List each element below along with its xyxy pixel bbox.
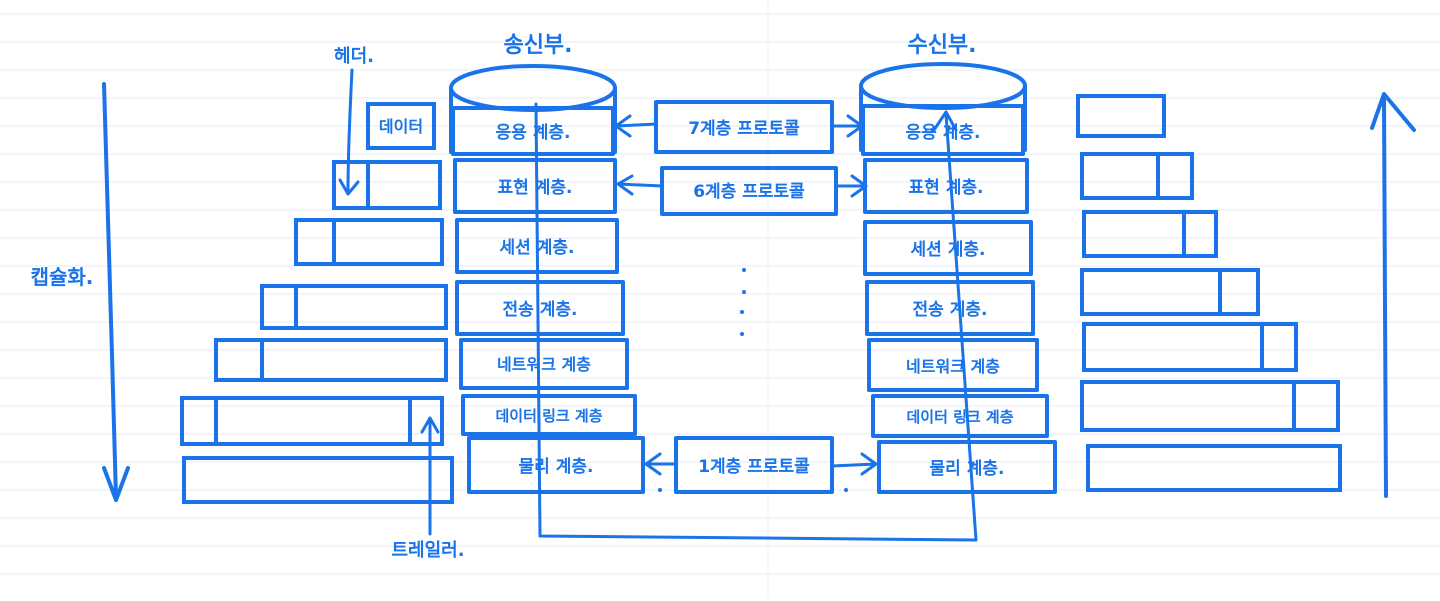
sender-pdu-bars [180,102,454,504]
receiver-pdu-2 [1080,380,1340,432]
peer-protocol-1-label: 1계층 프로토콜 [698,457,810,477]
sender-layer-2-box [461,394,637,436]
sender-layer-6-box [453,158,617,214]
header-arrow [338,68,360,196]
receiver-pdu-1 [1086,444,1342,492]
sender-layer-6: 표현 계층. [498,178,573,198]
receiver-layer-4-box [865,280,1035,336]
peer-protocol-7-label: 7계층 프로토콜 [688,119,800,139]
receiver-layer-6: 표현 계층. [909,178,984,198]
receiver-layer-4: 전송 계층. [913,300,988,320]
encapsulation-down-arrow [102,82,130,502]
sender-pdu-3 [214,338,448,382]
receiver-pdu-4 [1080,268,1260,316]
peer-protocol-7: 7계층 프로토콜 [614,100,864,154]
sender-layer-1: 물리 계층. [519,457,594,477]
receiver-layer-2: 데이터 링크 계층 [906,408,1013,426]
header-label: 헤더. [334,46,374,67]
sender-layer-7: 응용 계층. [496,123,571,143]
sender-layer-3: 네트워크 계층 [497,355,591,374]
sender-pdu-2 [180,396,444,446]
receiver-stack: 응용 계층. 표현 계층. 세션 계층. 전송 계층. 네트워크 계층 데이터 … [859,62,1057,494]
sender-layer-7-box [451,106,615,156]
sender-pdu-1 [182,456,454,504]
receiver-layer-2-box [871,394,1049,438]
receiver-layer-5: 세션 계층. [911,240,986,260]
peer-protocol-6-label: 6계층 프로토콜 [693,182,805,202]
receiver-layer-7: 응용 계층. [906,123,981,143]
sender-stack: 응용 계층. 표현 계층. 세션 계층. 전송 계층. 네트워크 계층 데이터 … [449,64,645,494]
receiver-layer-1-box [877,440,1057,494]
receiver-layer-7-box [861,104,1025,156]
receiver-pdu-7 [1076,94,1166,138]
peer-protocol-1: 1계층 프로토콜 [644,436,878,494]
sender-layer-4: 전송 계층. [503,300,578,320]
sender-pdu-5 [294,218,444,266]
sender-layer-4-box [455,280,625,336]
encapsulation-label: 캡슐화. [31,265,94,289]
receiver-pdu-bars [1076,94,1342,492]
data-flow-path [534,102,978,542]
sender-layer-1-box [467,436,645,494]
trailer-arrow [420,416,440,536]
receiver-layer-3: 네트워크 계층 [906,357,1000,376]
receiver-pdu-5 [1082,210,1218,258]
sender-layer-3-box [459,338,629,390]
receiver-pdu-6 [1080,152,1194,200]
sender-pdu-4 [260,284,448,330]
sender-layer-2: 데이터 링크 계층 [495,407,602,425]
sender-data-label: 데이터 [379,117,423,136]
trailer-label: 트레일러. [391,540,464,561]
peer-protocol-6: 6계층 프로토콜 [616,166,868,216]
receiver-layer-1: 물리 계층. [930,459,1005,479]
receiver-layer-3-box [867,338,1039,392]
receiver-pdu-3 [1082,322,1298,372]
receiver-title: 수신부. [907,33,976,58]
sender-pdu-6 [332,160,442,210]
decapsulation-up-arrow [1370,92,1416,498]
sender-data-box [366,102,436,150]
sender-title: 송신부. [503,33,572,58]
receiver-layer-5-box [863,220,1033,276]
omission-dots [658,268,848,492]
